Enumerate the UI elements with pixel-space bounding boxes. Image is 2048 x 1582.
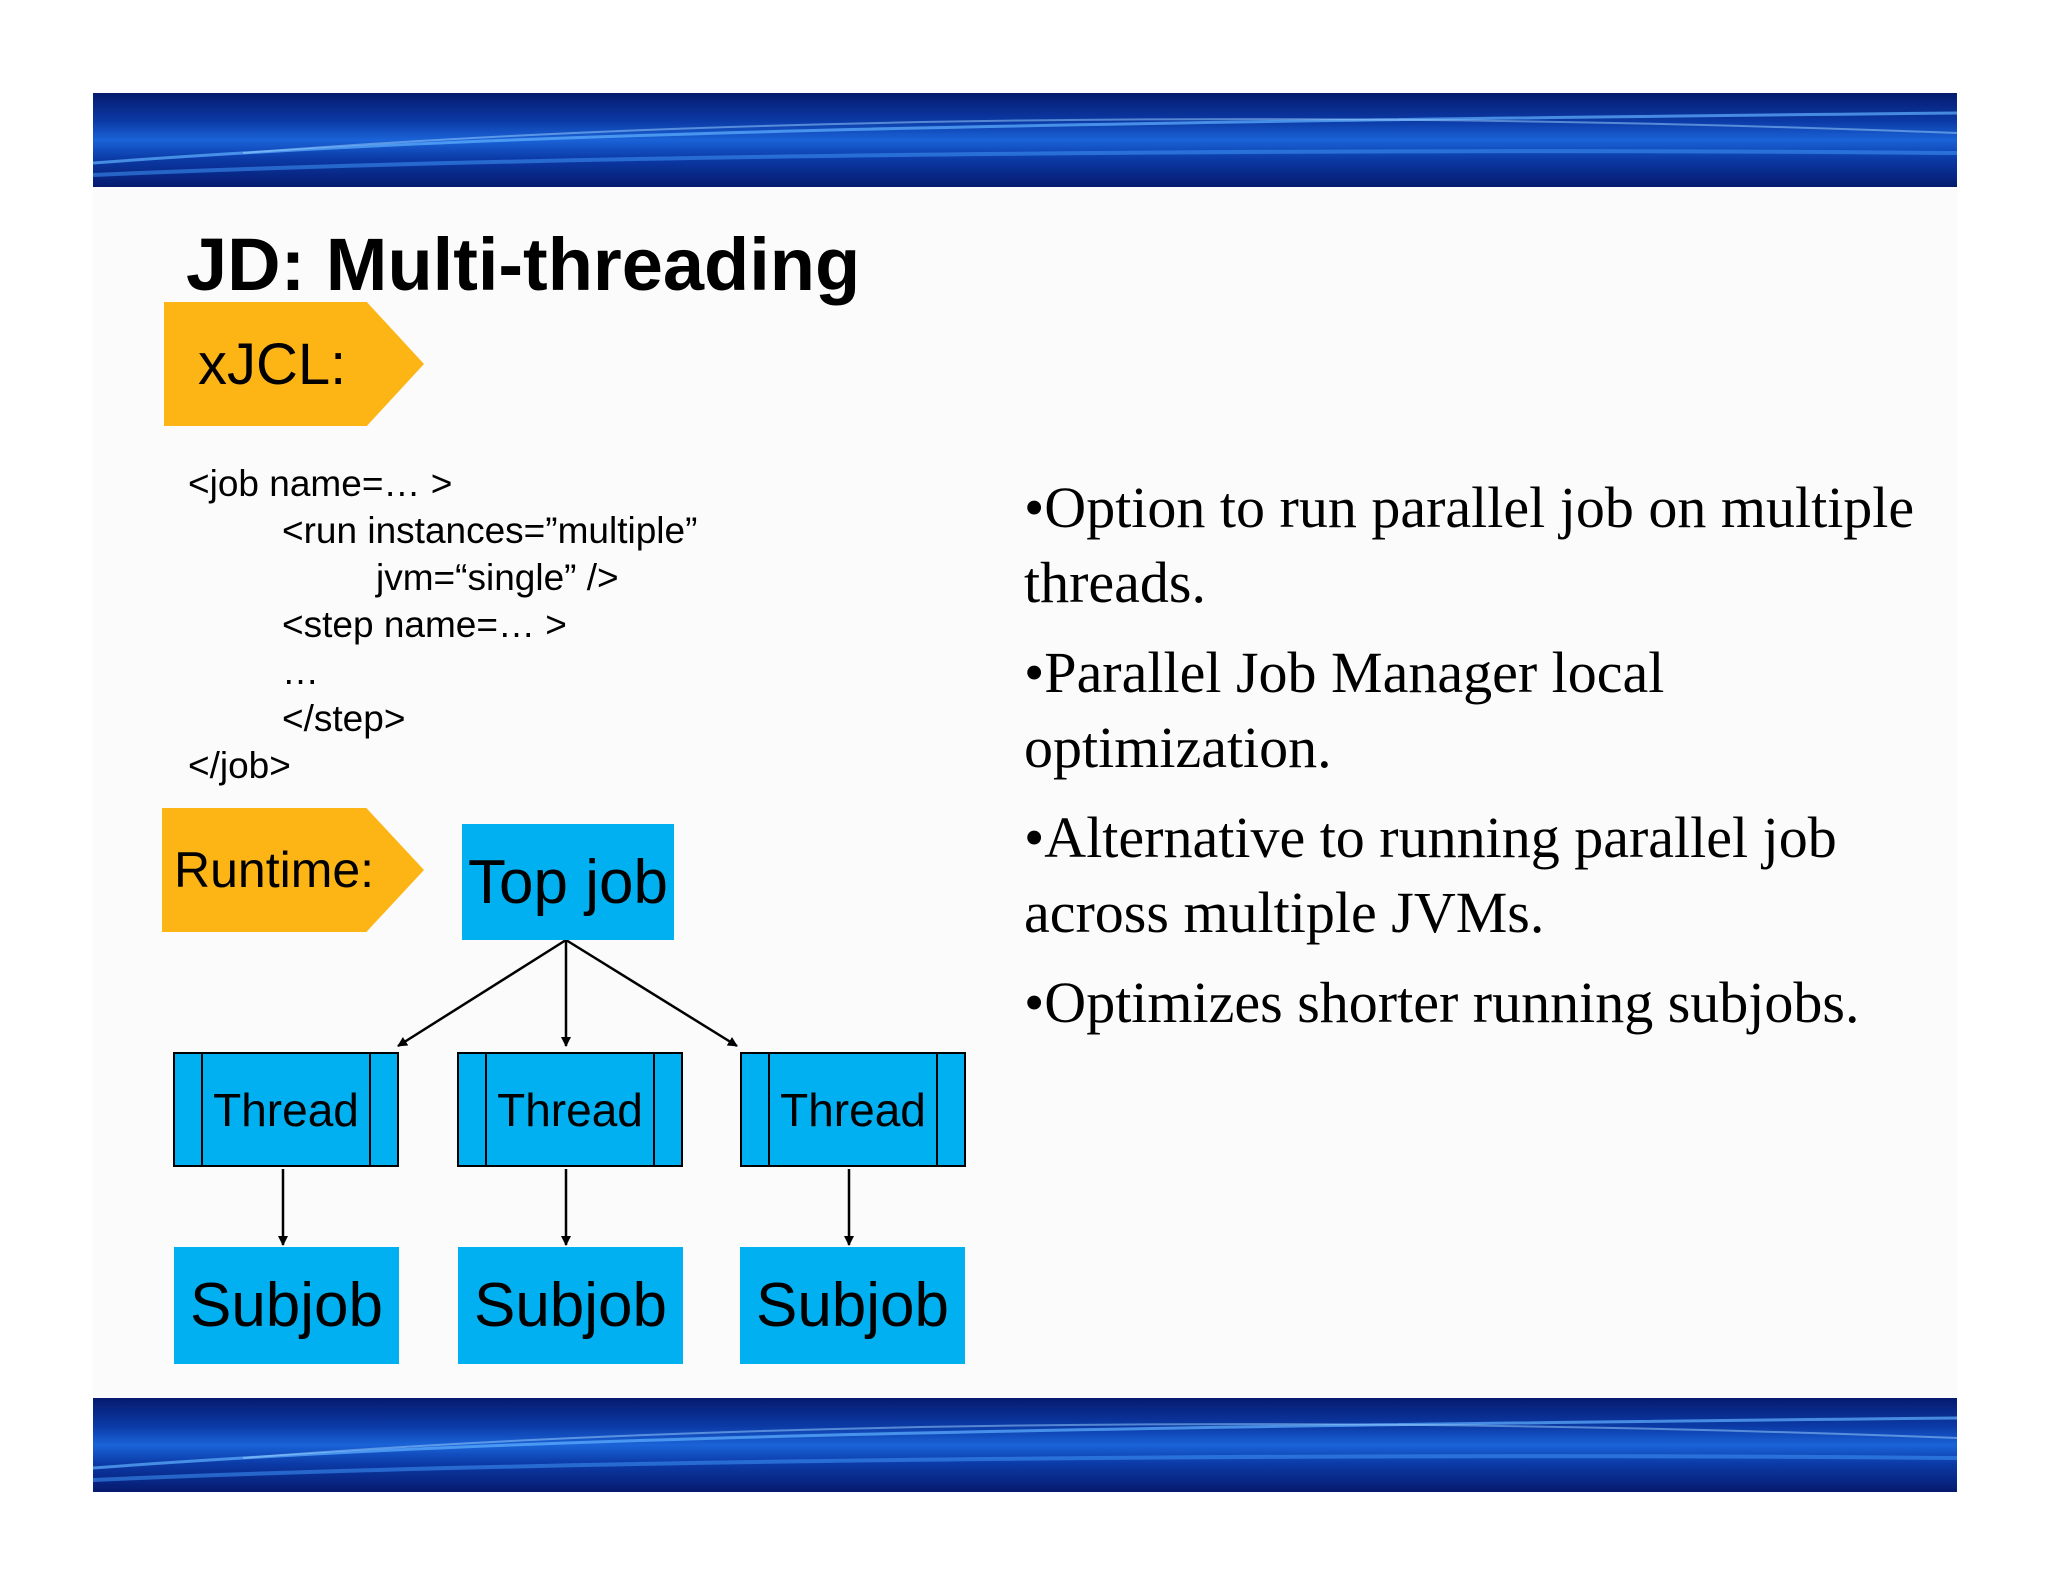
slide-title: JD: Multi-threading [186, 223, 861, 306]
bullet-item: •Parallel Job Manager local optimization… [1024, 640, 1665, 780]
code-line: <job name=… > [188, 463, 453, 504]
bullet-item: •Option to run parallel job on multiple … [1024, 475, 1915, 615]
subjob-box: Subjob [458, 1247, 683, 1364]
code-line: <step name=… > [282, 604, 567, 645]
arrow-top-to-thread-3 [565, 938, 738, 1048]
xjcl-label-arrow: xJCL: [164, 302, 424, 426]
code-line: … [282, 651, 319, 692]
code-line: jvm=“single” /> [376, 557, 619, 598]
footer-band [93, 1398, 1957, 1492]
code-line: <run instances=”multiple” [282, 510, 698, 551]
header-band-streaks [93, 111, 1957, 177]
xjcl-label: xJCL: [198, 331, 347, 397]
content-panel [93, 186, 1957, 1398]
code-line: </step> [282, 698, 406, 739]
subjob-box: Subjob [740, 1247, 965, 1364]
thread-box: Thread [173, 1052, 399, 1167]
thread-box: Thread [740, 1052, 966, 1167]
runtime-label: Runtime: [174, 842, 375, 898]
xjcl-code-block: <job name=… > <run instances=”multiple” … [188, 460, 697, 789]
runtime-label-arrow: Runtime: [162, 808, 424, 932]
bullet-list: •Option to run parallel job on multiple … [1024, 470, 1924, 1055]
bullet-item: •Alternative to running parallel job acr… [1024, 805, 1837, 945]
subjob-box: Subjob [174, 1247, 399, 1364]
header-band [93, 93, 1957, 187]
bullet-item: •Optimizes shorter running subjobs. [1024, 970, 1860, 1035]
thread-box: Thread [457, 1052, 683, 1167]
code-line: </job> [188, 745, 291, 786]
arrow-top-to-thread-1 [397, 938, 567, 1048]
footer-band-streaks [93, 1416, 1957, 1482]
top-job-box: Top job [462, 824, 674, 940]
